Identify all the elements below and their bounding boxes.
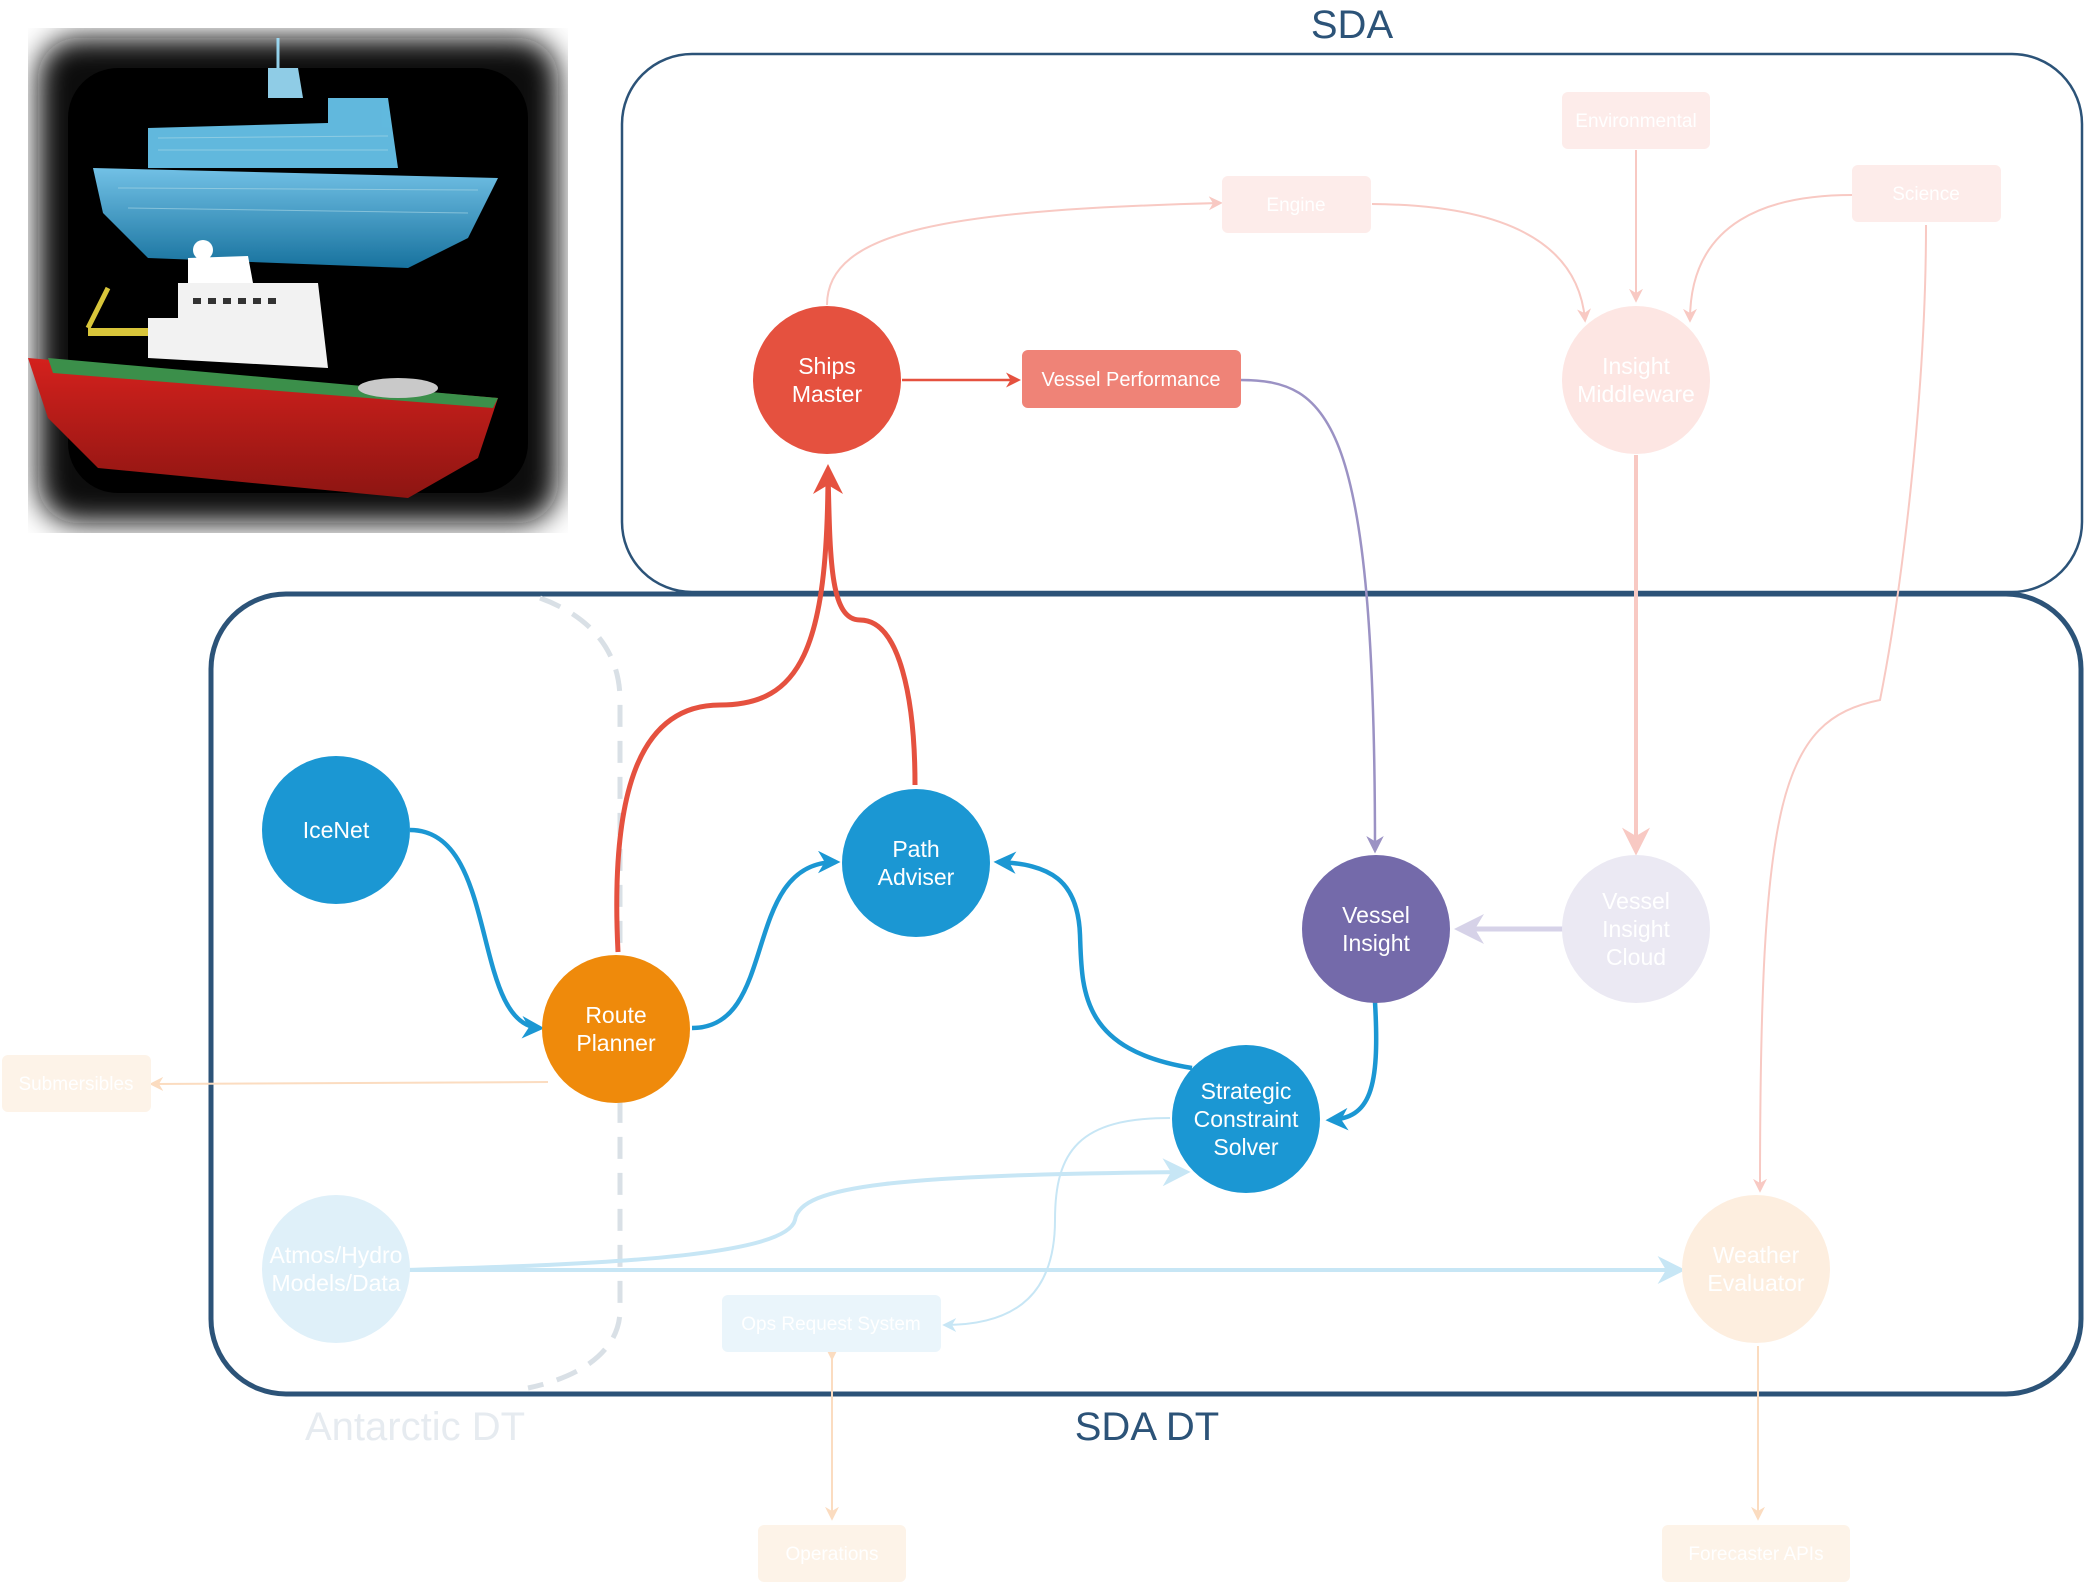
atmos-hydro-models-node-shape xyxy=(262,1195,410,1343)
svg-text:Operations: Operations xyxy=(786,1544,879,1565)
route-planner-node-shape xyxy=(542,955,690,1103)
connectors xyxy=(409,372,1384,1131)
icenet-node-label-line: IceNet xyxy=(303,817,370,843)
research-vessel-icon xyxy=(28,240,498,498)
strategic-constraint-solver-node-label-line: Strategic xyxy=(1201,1078,1292,1104)
environmental-box[interactable]: Environmental xyxy=(1562,92,1710,149)
atmos-hydro-models-node-label-line: Models/Data xyxy=(271,1270,400,1296)
svg-text:Vessel Performance: Vessel Performance xyxy=(1042,369,1221,391)
svg-text:Ops Request System: Ops Request System xyxy=(741,1314,921,1335)
forecaster-apis-box[interactable]: Forecaster APIs xyxy=(1662,1525,1850,1582)
submersibles-box[interactable]: Submersibles xyxy=(2,1055,151,1112)
faded-connectors xyxy=(149,150,1927,1521)
path-adviser-node-label-line: Adviser xyxy=(878,864,955,890)
route-planner-node-label-line: Planner xyxy=(576,1030,656,1056)
icenet-node[interactable]: IceNet xyxy=(262,756,410,904)
strategic-constraint-solver-node-label-line: Solver xyxy=(1213,1134,1279,1160)
digital-twin-ship-illustration xyxy=(28,38,558,523)
ships-master-node-shape xyxy=(753,306,901,454)
sda-title: SDA xyxy=(1311,3,1394,47)
vessel-insight-cloud-node-label-line: Insight xyxy=(1602,916,1670,942)
ships-master-node-label-line: Master xyxy=(792,381,863,407)
path-adviser-node-label-line: Path xyxy=(892,836,939,862)
vessel-insight-cloud-node-label-line: Cloud xyxy=(1606,944,1666,970)
vessel-insight-node-label-line: Vessel xyxy=(1342,902,1410,928)
vessel-performance-box[interactable]: Vessel Performance xyxy=(1022,350,1241,408)
svg-text:Forecaster APIs: Forecaster APIs xyxy=(1688,1544,1823,1565)
svg-text:Environmental: Environmental xyxy=(1575,111,1696,132)
sda-dt-title: SDA DT xyxy=(1075,1405,1219,1449)
icenet-node-shape xyxy=(262,756,410,904)
sda-dt-container xyxy=(208,591,2084,1397)
weather-evaluator-node-label-line: Weather xyxy=(1713,1242,1800,1268)
svg-text:Engine: Engine xyxy=(1266,195,1325,216)
vessel-insight-cloud-node-label-line: Vessel xyxy=(1602,888,1670,914)
engine-box[interactable]: Engine xyxy=(1222,176,1371,233)
vessel-insight-node-shape xyxy=(1302,855,1450,1003)
vessel-insight-node-label-line: Insight xyxy=(1342,930,1410,956)
antarctic-dt-boundary xyxy=(527,595,623,1391)
science-box[interactable]: Science xyxy=(1852,165,2001,222)
vessel-insight-cloud-node-shape xyxy=(1562,855,1710,1003)
route-planner-node-label-line: Route xyxy=(585,1002,646,1028)
insight-middleware-node-label-line: Insight xyxy=(1602,353,1670,379)
antarctic-dt-title: Antarctic DT xyxy=(305,1405,525,1449)
strategic-constraint-solver-node-label-line: Constraint xyxy=(1194,1106,1299,1132)
svg-text:Submersibles: Submersibles xyxy=(18,1074,133,1095)
path-adviser-node-shape xyxy=(842,789,990,937)
insight-middleware-node-shape xyxy=(1562,306,1710,454)
ships-master-node-label-line: Ships xyxy=(798,353,856,379)
strategic-constraint-solver-node-shape xyxy=(1172,1045,1320,1193)
hologram-ship-icon xyxy=(93,38,498,268)
operations-box[interactable]: Operations xyxy=(758,1525,906,1582)
svg-text:Science: Science xyxy=(1892,184,1960,205)
ops-request-system-box[interactable]: Ops Request System xyxy=(722,1295,941,1352)
insight-middleware-node-label-line: Middleware xyxy=(1577,381,1695,407)
weather-evaluator-node-label-line: Evaluator xyxy=(1707,1270,1805,1296)
atmos-hydro-models-node-label-line: Atmos/Hydro xyxy=(270,1242,403,1268)
weather-evaluator-node-shape xyxy=(1682,1195,1830,1343)
